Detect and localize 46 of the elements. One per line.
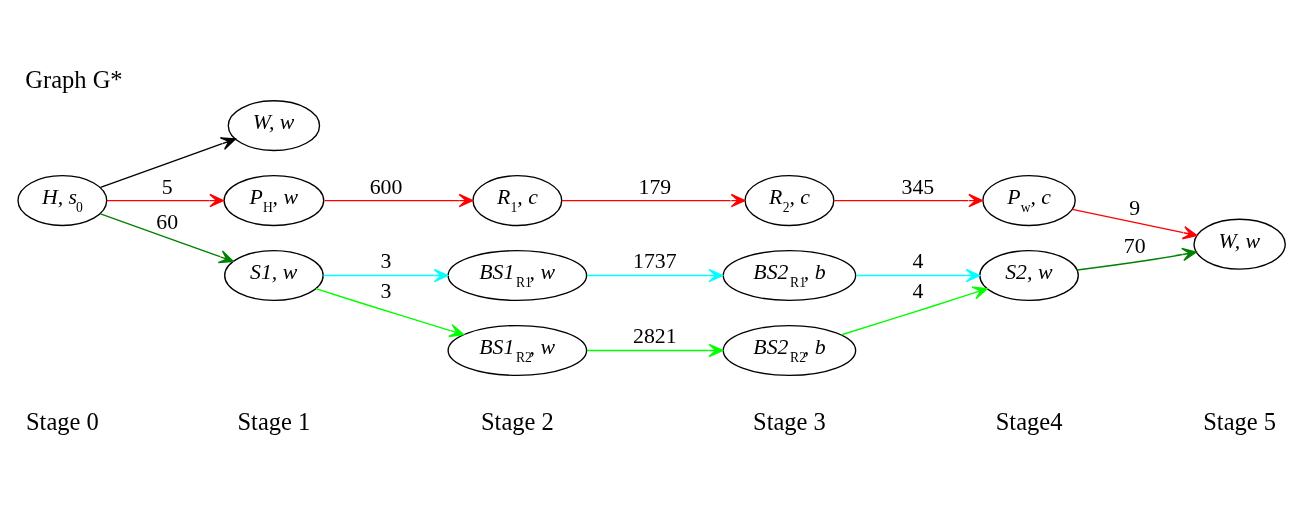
edge-label: 4 (912, 278, 924, 303)
arrow (1076, 247, 1197, 271)
arrow (99, 212, 234, 263)
edge-label: 179 (638, 173, 672, 198)
node-ellipse: P$_{H}$, w (223, 174, 325, 226)
edge-label: 4 (912, 248, 924, 273)
arrow (561, 193, 746, 207)
node-ellipse: BS2$_{R2}$, b (722, 324, 857, 376)
label: Stage 0 (25, 407, 99, 435)
arrow (106, 193, 225, 207)
arrow (99, 136, 237, 188)
label: Stage4 (995, 407, 1063, 435)
node-ellipse: W, w (1193, 218, 1286, 270)
label: Stage 1 (237, 407, 311, 435)
edge-label: 9 (1129, 195, 1141, 220)
edge-label: 70 (1123, 233, 1146, 258)
node-ellipse: W, w (227, 99, 321, 151)
diagram-title: Graph G* (25, 65, 123, 93)
edge-label: 3 (380, 278, 392, 303)
node-ellipse: P$_{w}$, c (982, 174, 1076, 226)
node-ellipse: R$_{2}$, c (744, 174, 835, 226)
edge-label: 345 (901, 173, 935, 198)
arrow (586, 268, 724, 282)
label: Stage 3 (753, 407, 826, 435)
arrow (315, 287, 465, 337)
label: Stage 5 (1203, 407, 1277, 435)
node-ellipse: S2, w (979, 249, 1079, 301)
arrow (323, 193, 474, 207)
edge-label: 1737 (633, 248, 677, 273)
edge-label: 3 (380, 248, 392, 273)
node-ellipse: BS1$_{R1}$, w (447, 249, 588, 301)
edge-label: 2821 (633, 323, 677, 348)
arrow (833, 193, 984, 207)
node-ellipse: S1, w (224, 249, 324, 301)
node-ellipse: BS2$_{R1}$, b (722, 249, 857, 301)
node-ellipse: H, s$_{0}$ (17, 174, 108, 226)
label: Stage 2 (480, 407, 554, 435)
arrow (840, 285, 988, 335)
arrow (586, 343, 724, 357)
edge-label: 5 (161, 173, 173, 198)
arrow (322, 268, 449, 282)
edge-label: 600 (369, 173, 403, 198)
arrow (1071, 208, 1198, 239)
arrow (855, 268, 981, 282)
edge-label: 60 (156, 209, 179, 234)
node-ellipse: R$_{1}$, c (472, 174, 563, 226)
